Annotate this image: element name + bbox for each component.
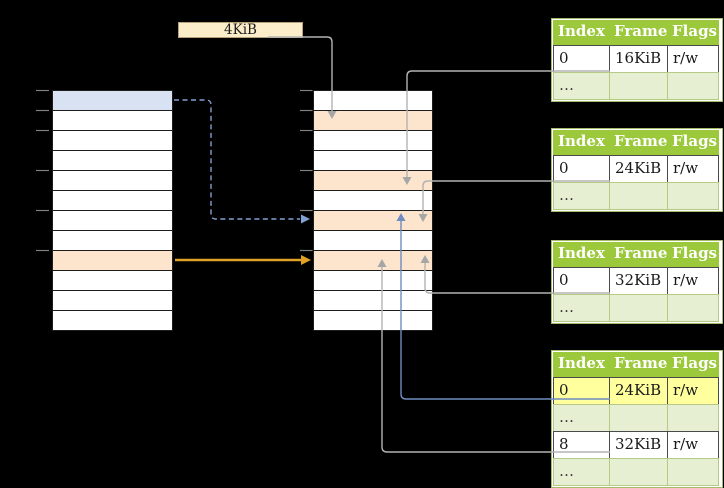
cell-index: 8 xyxy=(553,431,610,459)
page-table-row xyxy=(53,270,172,290)
cell-index: 0 xyxy=(553,377,610,405)
page-table-row xyxy=(53,210,172,230)
page-table-row xyxy=(53,230,172,250)
cell-frame xyxy=(609,182,668,210)
cell-index: … xyxy=(553,458,610,486)
header-cell-index: Index xyxy=(553,352,610,378)
page-table-row xyxy=(53,150,172,170)
cell-flags: r/w xyxy=(667,155,719,183)
header-cell-index: Index xyxy=(553,130,610,156)
level2-page-table xyxy=(313,90,433,331)
frame-table-1: Index Frame Flags 0 16KiB r/w … xyxy=(551,18,723,102)
frame-table-header: Index Frame Flags xyxy=(553,242,721,268)
cell-frame: 24KiB xyxy=(609,377,668,405)
page-table-row xyxy=(53,130,172,150)
page-table-row xyxy=(314,210,432,230)
cell-index: … xyxy=(553,72,610,100)
cell-frame: 24KiB xyxy=(609,155,668,183)
page-table-row xyxy=(53,170,172,190)
page-table-row xyxy=(53,91,172,110)
cell-frame: 16KiB xyxy=(609,45,668,73)
cell-frame xyxy=(609,404,668,432)
header-cell-frame: Frame xyxy=(609,242,668,268)
header-cell-frame: Frame xyxy=(609,130,668,156)
frame-table-2: Index Frame Flags 0 24KiB r/w … xyxy=(551,128,723,212)
cell-flags xyxy=(667,404,719,432)
arrowhead-right xyxy=(301,255,311,265)
page-table-row xyxy=(314,250,432,270)
cell-frame: 32KiB xyxy=(609,431,668,459)
table-row-ellipsis: … xyxy=(553,404,721,432)
cell-flags xyxy=(667,182,719,210)
page-table-row xyxy=(314,150,432,170)
frame-table-header: Index Frame Flags xyxy=(553,130,721,156)
table-row: 0 32KiB r/w xyxy=(553,267,721,295)
middle-table-ticks xyxy=(300,89,313,252)
page-table-row xyxy=(314,270,432,290)
table-row-ellipsis: … xyxy=(553,182,721,210)
page-table-row xyxy=(314,190,432,210)
page-table-row xyxy=(314,230,432,250)
page-table-row xyxy=(314,310,432,330)
cell-index: 0 xyxy=(553,45,610,73)
header-cell-index: Index xyxy=(553,242,610,268)
header-cell-flags: Flags xyxy=(667,20,719,46)
cell-index: 0 xyxy=(553,155,610,183)
frame-table-header: Index Frame Flags xyxy=(553,352,721,378)
frame-table-3: Index Frame Flags 0 32KiB r/w … xyxy=(551,240,723,324)
cell-index: … xyxy=(553,182,610,210)
cell-flags: r/w xyxy=(667,267,719,295)
cell-flags: r/w xyxy=(667,45,719,73)
table-row-ellipsis: … xyxy=(553,458,721,486)
page-table-row xyxy=(53,110,172,130)
page-table-row xyxy=(314,290,432,310)
frame-table-header: Index Frame Flags xyxy=(553,20,721,46)
cell-flags xyxy=(667,294,719,322)
header-cell-frame: Frame xyxy=(609,352,668,378)
level1-page-table xyxy=(52,90,173,331)
cell-flags: r/w xyxy=(667,377,719,405)
cell-frame xyxy=(609,72,668,100)
page-table-row xyxy=(53,310,172,330)
page-table-row xyxy=(314,130,432,150)
cell-frame: 32KiB xyxy=(609,267,668,295)
table-row-highlighted: 0 24KiB r/w xyxy=(553,377,721,405)
page-size-label: 4KiB xyxy=(178,22,303,38)
frame-table-4: Index Frame Flags 0 24KiB r/w … 8 32KiB … xyxy=(551,350,723,488)
header-cell-index: Index xyxy=(553,20,610,46)
cell-flags xyxy=(667,72,719,100)
cell-frame xyxy=(609,294,668,322)
table-row: 0 24KiB r/w xyxy=(553,155,721,183)
arrowhead-right xyxy=(301,214,310,224)
page-table-row xyxy=(314,170,432,190)
page-table-row xyxy=(314,91,432,110)
cell-flags xyxy=(667,458,719,486)
table-row-ellipsis: … xyxy=(553,294,721,322)
connector-l1-to-l2-dashed xyxy=(174,99,300,220)
cell-index: … xyxy=(553,294,610,322)
left-table-ticks xyxy=(36,89,49,252)
page-table-row xyxy=(314,110,432,130)
table-row: 0 16KiB r/w xyxy=(553,45,721,73)
page-table-row xyxy=(53,250,172,270)
page-table-row xyxy=(53,290,172,310)
cell-flags: r/w xyxy=(667,431,719,459)
header-cell-frame: Frame xyxy=(609,20,668,46)
cell-index: … xyxy=(553,404,610,432)
page-table-row xyxy=(53,190,172,210)
cell-index: 0 xyxy=(553,267,610,295)
table-row-ellipsis: … xyxy=(553,72,721,100)
header-cell-flags: Flags xyxy=(667,352,719,378)
table-row: 8 32KiB r/w xyxy=(553,431,721,459)
header-cell-flags: Flags xyxy=(667,242,719,268)
header-cell-flags: Flags xyxy=(667,130,719,156)
